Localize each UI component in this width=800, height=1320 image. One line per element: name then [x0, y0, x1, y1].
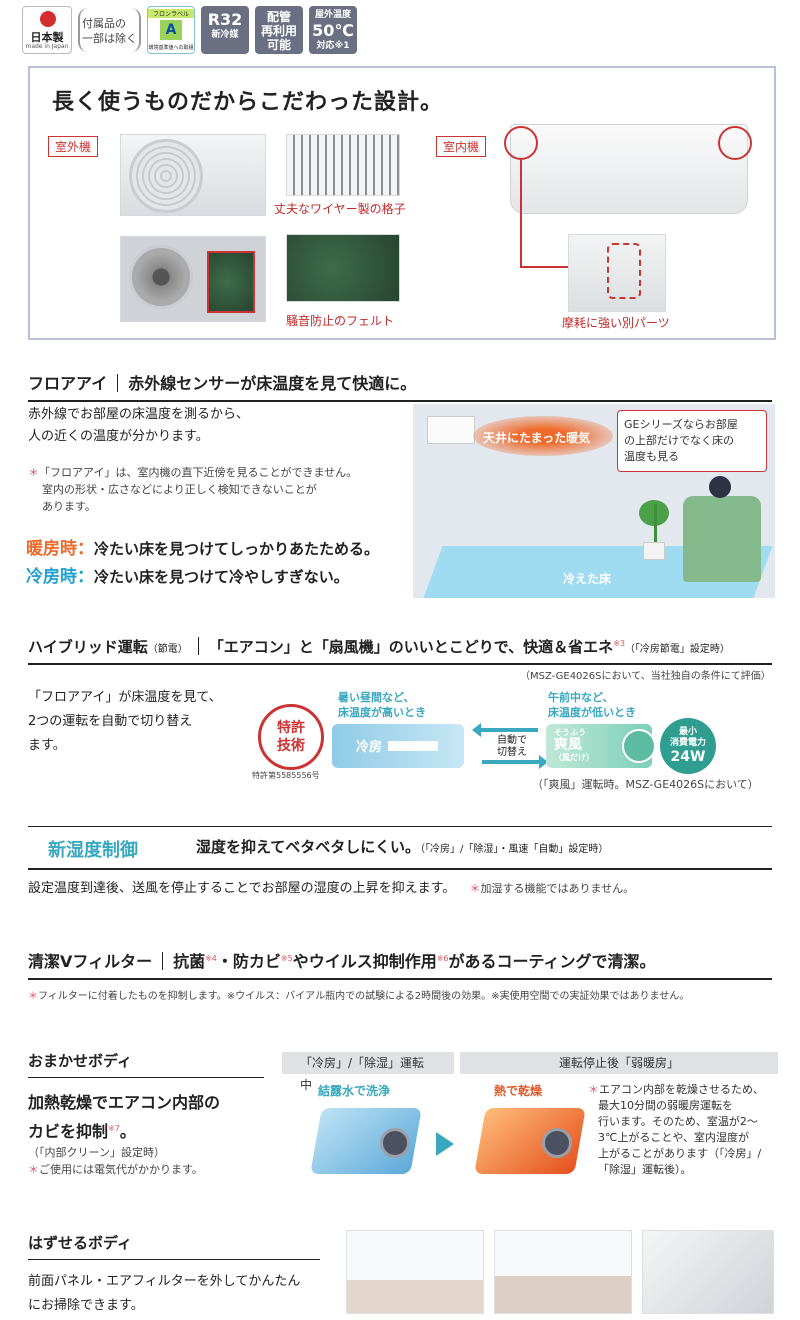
armchair-icon	[683, 496, 761, 582]
design-title: 長く使うものだからこだわった設計。	[52, 90, 444, 115]
floor-eye-text: 赤外線でお部屋の床温度を測るから、 人の近くの温度が分かります。	[28, 407, 250, 444]
outdoor-inside-photo	[120, 236, 266, 322]
r32-badge: R32 新冷媒	[201, 6, 249, 54]
parts-caption: 摩耗に強い別パーツ	[562, 316, 670, 330]
outdoor-unit-photo	[120, 134, 266, 216]
humidity-text: 設定温度到達後、送風を停止することでお部屋の湿度の上昇を抑えます。 ＊加湿する機…	[28, 881, 635, 896]
feature-badges: 日本製 made in Japan 付属品の 一部は除く フロンラベル A 環境…	[22, 6, 357, 54]
step-weak-heating: 運転停止後「弱暖房」	[460, 1052, 778, 1074]
omakase-heading: おまかせボディ	[28, 1050, 264, 1078]
indoor-unit-icon	[427, 416, 475, 444]
felt-caption: 騒音防止のフェルト	[286, 314, 395, 328]
parts-exclusion-note: 付属品の 一部は除く	[78, 8, 141, 52]
hybrid-heading: ハイブリッド運転（節電）「エアコン」と「扇風機」のいいとこどりで、快適＆省エネ※…	[28, 636, 772, 665]
callout-line-vertical	[520, 160, 522, 268]
fan-roller-icon	[542, 1128, 572, 1158]
wash-label: 結露水で洗浄	[318, 1084, 391, 1098]
parts-closeup-photo	[568, 234, 666, 312]
filter-note: ＊フィルターに付着したものを抑制します。※ウイルス：バイアル瓶内での試験による2…	[28, 991, 690, 1002]
arrow-right-icon	[482, 755, 548, 769]
drying-side-note: ＊エアコン内部を乾燥させるため、 最大10分間の弱暖房運転を 行います。そのため…	[588, 1083, 764, 1176]
humidity-heading: 湿度を抑えてベタベタしにくい。（「冷房」/「除湿」・風速「自動」設定時）	[196, 838, 609, 856]
cool-condition-label: 午前中など、 床温度が低いとき	[548, 691, 636, 719]
filter-heading: 清潔Vフィルター抗菌※4・防カビ※5やウイルス抑制作用※6があるコーティングで清…	[28, 948, 772, 980]
floor-eye-heading: フロアアイ赤外線センサーが床温度を見て快適に。	[28, 370, 772, 402]
next-step-arrow-icon	[436, 1132, 454, 1156]
electric-fan-icon	[622, 729, 656, 763]
freon-label-badge: フロンラベル A 環境基準値への取組	[147, 6, 195, 54]
vacuum-cleaning-photo	[642, 1230, 774, 1314]
pipe-reuse-badge: 配管 再利用 可能	[255, 6, 303, 54]
grille-caption: 丈夫なワイヤー製の格子	[274, 202, 406, 216]
dry-label: 熱で乾燥	[494, 1084, 543, 1098]
arrow-left-icon	[472, 723, 538, 737]
floor-eye-note: ＊「フロアアイ」は、室内機の直下近傍を見ることができません。 室内の形状・広さな…	[28, 466, 358, 513]
omakase-notes: （「内部クリーン」設定時） ＊ご使用には電気代がかかります。	[28, 1146, 203, 1176]
fan-mode-note: （「爽風」運転時。MSZ-GE4026Sにおいて）	[532, 778, 759, 791]
made-in-japan-badge: 日本製 made in Japan	[22, 6, 72, 54]
ac-unit-icon	[388, 741, 439, 751]
filter-removal-photo	[494, 1230, 632, 1314]
drying-steps: 「冷房」/「除湿」運転中 運転停止後「弱暖房」	[282, 1052, 778, 1092]
step-cooling: 「冷房」/「除湿」運転中	[282, 1052, 454, 1092]
wire-grille-photo	[286, 134, 400, 196]
min-power-badge: 最小 消費電力 24W	[660, 718, 716, 774]
hybrid-eval-note: （MSZ-GE4026Sにおいて、当社独自の条件にて評価）	[520, 671, 771, 682]
parts-highlight	[607, 243, 641, 299]
auto-switch-label: 自動で 切替え	[497, 735, 527, 758]
fan-blade-icon	[129, 245, 193, 309]
humidity-control-title: 新湿度制御	[48, 840, 138, 861]
callout-line-horizontal	[520, 266, 608, 268]
fan-grille-icon	[129, 139, 203, 213]
patent-number: 特許第5585556号	[252, 771, 320, 780]
removable-heading: はずせるボディ	[28, 1232, 320, 1260]
patent-seal: 特許 技術	[258, 704, 324, 770]
hot-condition-label: 暑い昼間など、 床温度が高いとき	[338, 691, 426, 719]
removable-text: 前面パネル・エアフィルターを外してかんたん にお掃除できます。	[28, 1274, 301, 1313]
indoor-unit-tag: 室内機	[436, 136, 487, 157]
fan-roller-icon	[380, 1128, 410, 1158]
plant-pot-icon	[643, 542, 665, 560]
warm-air-glow	[473, 416, 613, 456]
felt-closeup-photo	[286, 234, 400, 302]
outdoor-temp-badge: 屋外温度 50℃ 対応※1	[309, 6, 357, 54]
floor-eye-illustration: 天井にたまった暖気 GEシリーズならお部屋 の上部だけでなく床の 温度も見る 冷…	[413, 404, 775, 598]
ge-series-bubble: GEシリーズならお部屋 の上部だけでなく床の 温度も見る	[617, 410, 767, 472]
heating-mode-line: 暖房時：冷たい床を見つけてしっかりあたためる。	[26, 539, 380, 559]
durable-design-box: 長く使うものだからこだわった設計。 室外機 室内機 丈夫なワイヤー製の格子 騒音…	[28, 66, 776, 340]
right-corner-highlight	[718, 126, 752, 160]
cooling-mode-line: 冷房時：冷たい床を見つけて冷やしすぎない。	[26, 567, 349, 587]
indoor-unit-photo	[510, 124, 748, 214]
left-corner-highlight	[504, 126, 538, 160]
person-icon	[709, 476, 731, 498]
hybrid-text: 「フロアアイ」が床温度を見て、 2つの運転を自動で切り替え ます。	[28, 690, 222, 753]
felt-highlight	[207, 251, 255, 313]
panel-removal-photo	[346, 1230, 484, 1314]
outdoor-unit-tag: 室外機	[48, 136, 99, 157]
japan-flag-icon	[40, 11, 56, 27]
omakase-headline: 加熱乾燥でエアコン内部の カビを抑制※7。	[28, 1093, 221, 1141]
cooling-mode-pill: 冷房	[332, 724, 464, 768]
